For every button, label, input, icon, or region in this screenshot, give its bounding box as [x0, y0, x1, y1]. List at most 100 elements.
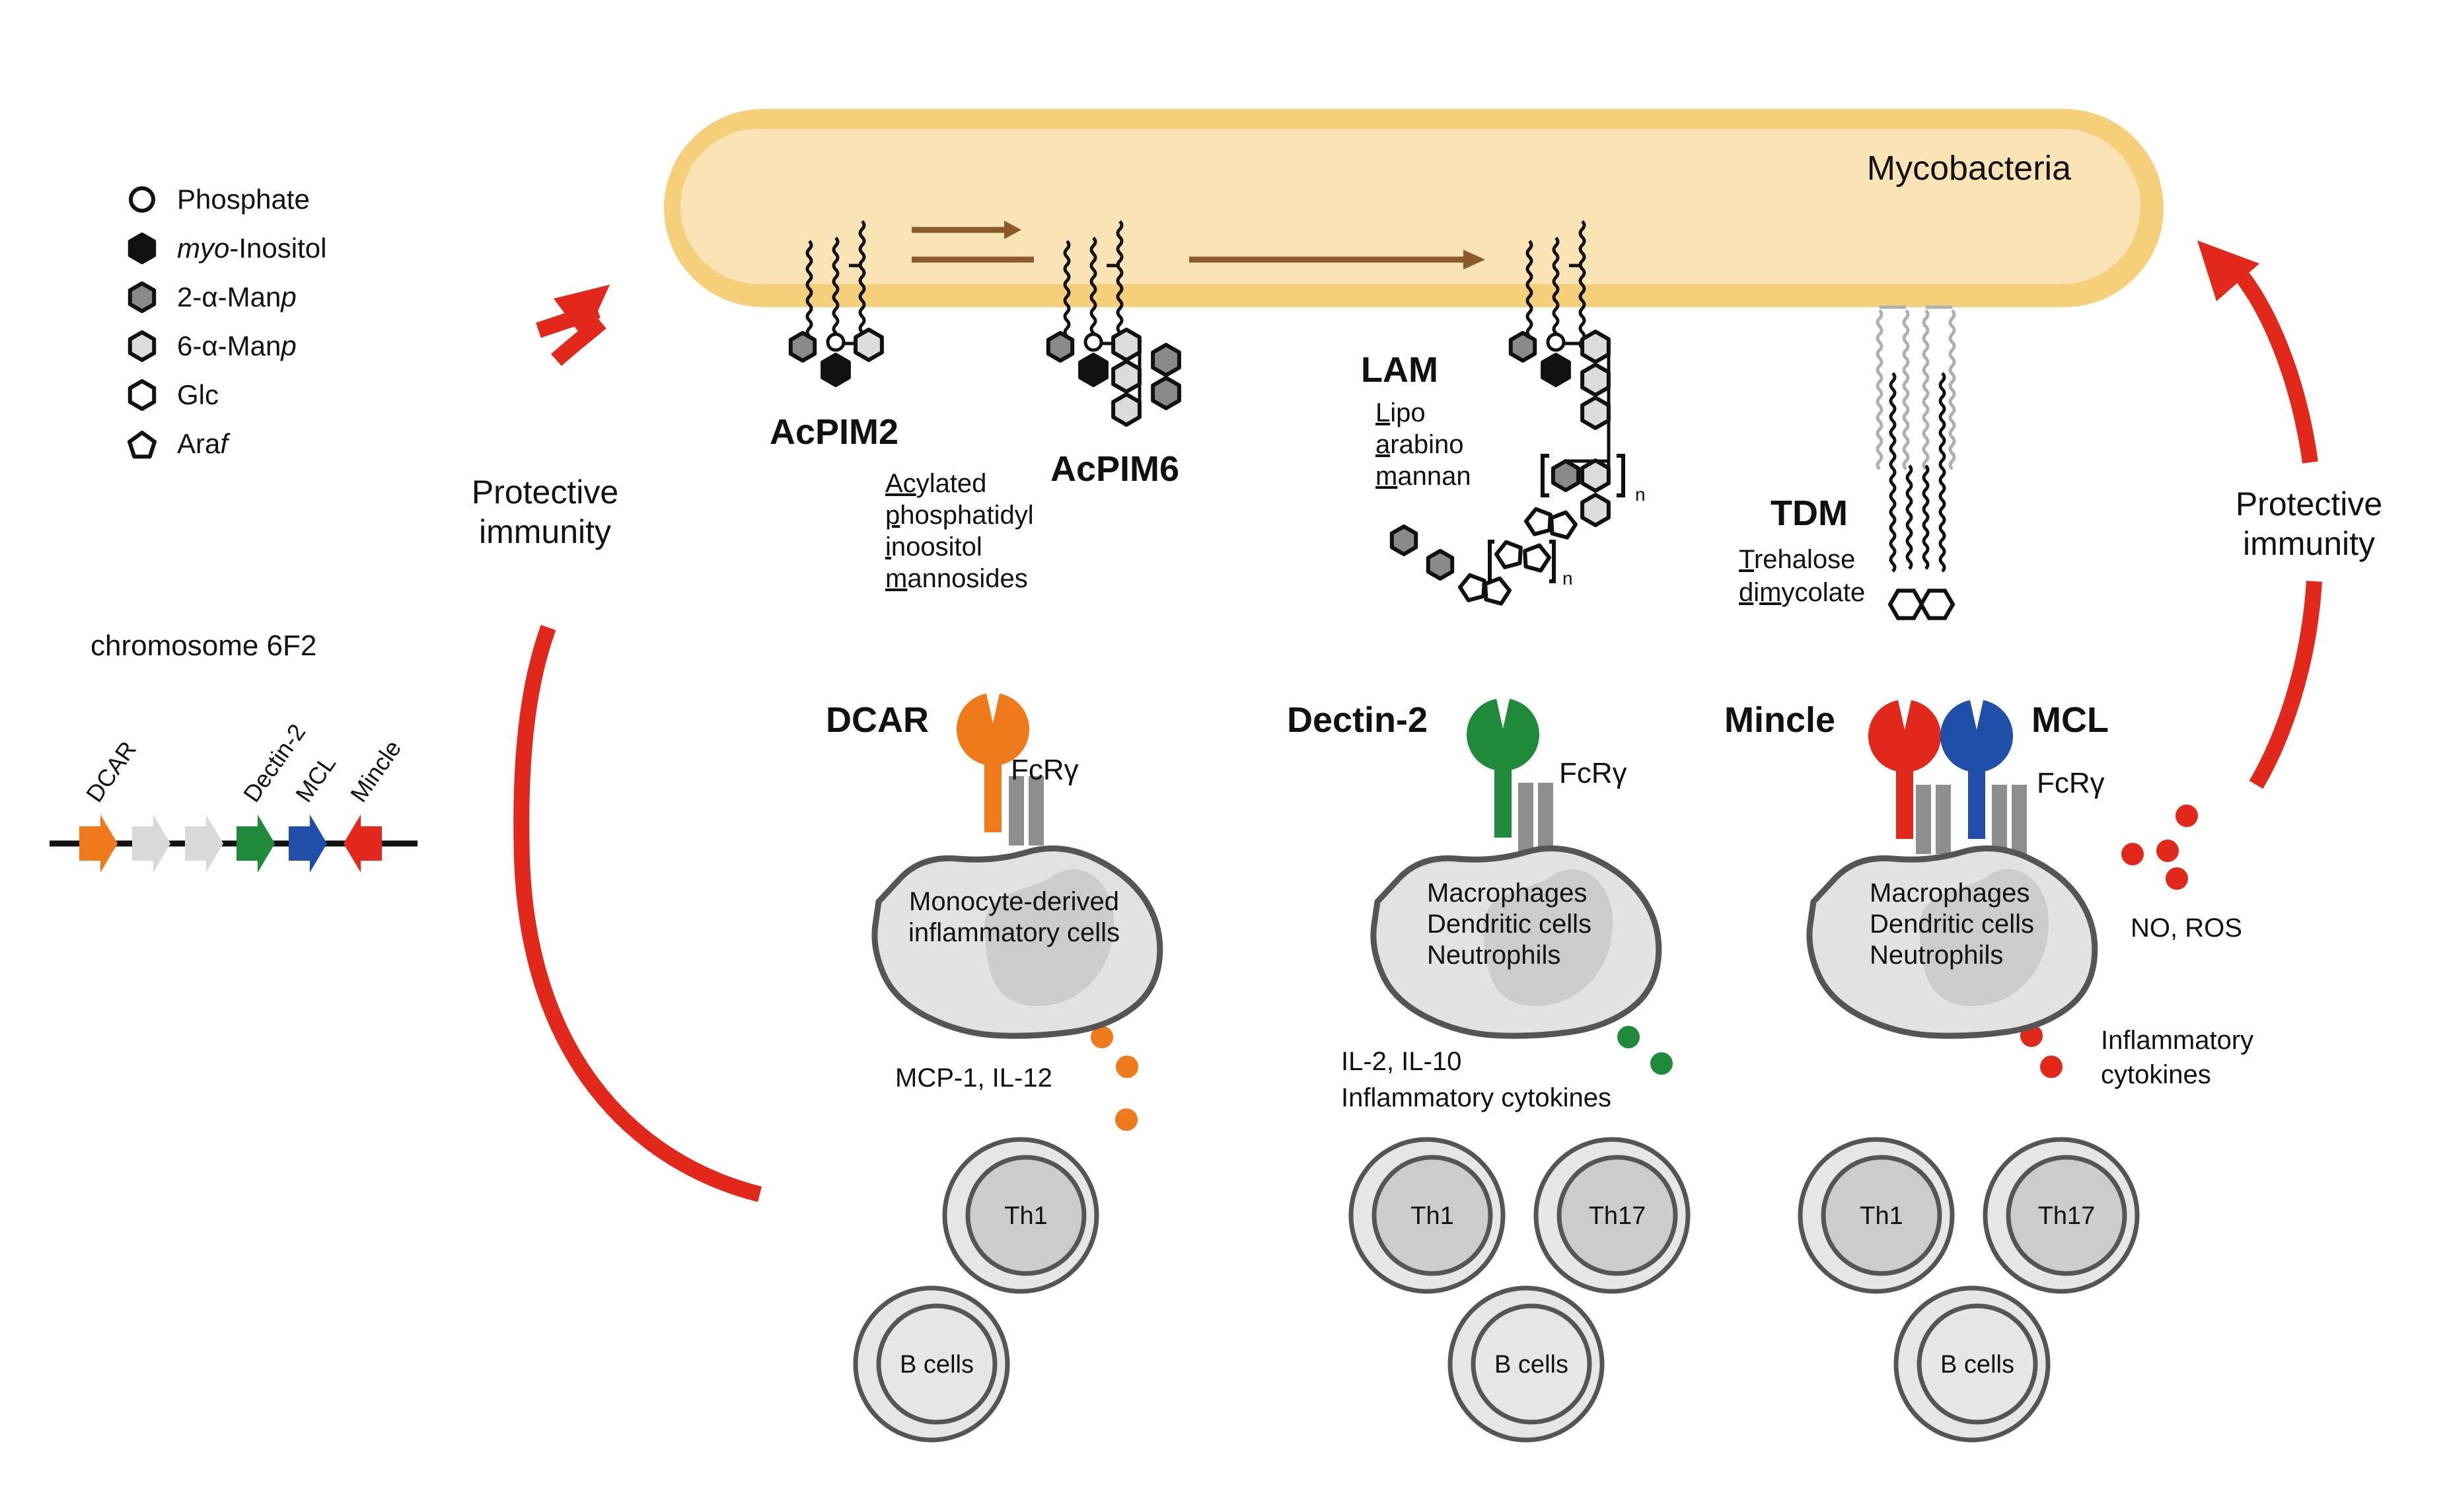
mincle-cell	[1806, 845, 2098, 1039]
mannose-6-icon	[1111, 359, 1142, 394]
lymphocyte-label: Th17	[2038, 1202, 2096, 1230]
legend-text: Phosphate	[177, 184, 310, 215]
receptor-crd	[1940, 700, 2013, 773]
mycolic-chain-gray	[1876, 309, 1883, 470]
gene-arrow-mcl	[289, 814, 327, 873]
mincle-receptor-label: Mincle	[1724, 700, 1835, 740]
expansion-line: phosphatidyl	[885, 501, 1034, 530]
b-cell: B cells	[853, 1285, 1010, 1443]
fcr-chain	[1992, 785, 2007, 854]
immunity-arrow-right-upper	[2236, 272, 2318, 464]
mannose-2-icon	[1551, 459, 1581, 492]
repeat-bracket-close	[1549, 540, 1556, 583]
lymphocyte-label: Th17	[1589, 1202, 1646, 1230]
cytokine-dot	[1116, 1056, 1138, 1078]
fcr-chain	[2012, 785, 2027, 854]
mannose-6-icon	[1580, 458, 1611, 493]
lymphocyte-label: Th1	[1410, 1202, 1453, 1230]
fcr-gamma-dimer	[1518, 783, 1553, 852]
cytokine-dot	[1091, 1026, 1113, 1048]
fcr-chain	[1936, 785, 1951, 854]
cytokine-dot	[1617, 1026, 1640, 1048]
immunity-arrow-right-lower	[2249, 581, 2322, 789]
fatty-acid-chain	[858, 220, 866, 349]
mincle-products-line3: cytokines	[2101, 1060, 2211, 1089]
legend-item: Araf	[128, 428, 231, 459]
lymphocyte-label: B cells	[1940, 1351, 2014, 1379]
lymphocyte-nucleus	[965, 1155, 1087, 1276]
gene-arrow-dcar	[79, 814, 118, 873]
fatty-acid-chain	[1089, 236, 1097, 350]
lam-structure: nn	[1389, 220, 1646, 606]
legend-label: myo-Inositol	[177, 233, 326, 264]
mcl-receptor	[1940, 700, 2013, 839]
legend-label: Glc	[177, 379, 219, 410]
mannose-2-icon	[788, 331, 817, 363]
mannose-6-icon	[1111, 392, 1142, 427]
b-cell: B cells	[1893, 1285, 2051, 1443]
receptor-crd	[957, 694, 1029, 766]
expansion-line: arabino	[1375, 430, 1463, 459]
protective-immunity-right: Protective immunity	[2197, 240, 2382, 789]
fatty-acid-chain	[1525, 240, 1533, 338]
legend-italic: myo	[177, 233, 229, 264]
mincle-products-no-ros: NO, ROS	[2131, 914, 2242, 943]
b-cell: B cells	[1447, 1285, 1605, 1443]
legend-text: Ara	[177, 428, 221, 459]
underlined-letter: d	[1739, 578, 1753, 607]
protective-immunity-right-line2: immunity	[2243, 525, 2375, 562]
dcar-fcr-label: FcRγ	[1011, 754, 1079, 786]
legend-label: 6-α-Manp	[177, 330, 297, 361]
dcar-cell-line1: Monocyte-derived	[909, 887, 1119, 916]
receptor-crd	[1466, 699, 1539, 772]
gene-label: DCAR	[81, 737, 141, 807]
mannose-2-icon	[128, 281, 157, 313]
lymphocyte-label: B cells	[900, 1351, 974, 1379]
expansion-line: Lipo	[1375, 398, 1426, 427]
cytokine-dot	[2040, 1056, 2063, 1078]
legend-item: 6-α-Manp	[128, 330, 297, 362]
cytokine-dot	[1115, 1108, 1138, 1131]
glycolipid-structures: nn	[788, 220, 1956, 620]
mincle-cell-line3: Neutrophils	[1870, 941, 2003, 970]
biosynthesis-arrows	[912, 221, 1485, 270]
mannose-2-icon	[1046, 331, 1075, 363]
group-text: DCAR FcRγ Monocyte-derived inflammatory …	[826, 700, 2253, 1112]
bacterium-label: Mycobacteria	[1867, 149, 2071, 188]
tdm-expansion: Trehalose dimycolate	[1739, 545, 1865, 607]
phosphate-icon	[1546, 332, 1566, 352]
mannose-6-icon	[1111, 328, 1142, 362]
mycolic-chain	[1905, 464, 1913, 570]
legend-item: Phosphate	[129, 184, 310, 215]
lymphocyte-nucleus	[2006, 1155, 2127, 1276]
mycolic-chain	[1922, 464, 1930, 570]
cell-nucleus	[1919, 869, 2049, 1007]
underlined-letter: m	[1375, 462, 1397, 491]
underlined-letter: Ac	[885, 469, 916, 498]
fcr-gamma-dimer	[1992, 785, 2027, 854]
fatty-acid-chain	[805, 240, 813, 338]
dectin2-cell	[1370, 845, 1662, 1039]
glucose-icon	[128, 379, 157, 411]
cell-nucleus	[1482, 869, 1613, 1007]
expansion-line: Trehalose	[1739, 545, 1855, 574]
legend-text: Glc	[177, 379, 219, 410]
mannose-6-icon	[1580, 493, 1611, 527]
chromosome-title: chromosome 6F2	[91, 630, 316, 662]
protective-immunity-left: Protective immunity	[472, 285, 762, 1202]
fatty-acid-chain	[1578, 220, 1586, 349]
arrowhead-icon	[1004, 221, 1021, 239]
th17-cell: Th17	[1533, 1137, 1691, 1294]
expansion-line: Acylated	[885, 469, 986, 498]
expansion-line: inoositol	[885, 532, 982, 561]
lymphocyte-label: B cells	[1494, 1351, 1568, 1379]
expansion-text: noositol	[891, 532, 982, 561]
inositol-icon	[1541, 353, 1571, 387]
mannose-6-icon	[1580, 396, 1611, 430]
expansion-line: dimycolate	[1739, 578, 1865, 607]
underlined-letter: i	[885, 532, 891, 561]
arabinofuranose-icon	[1523, 543, 1551, 573]
receptor-stalk	[1968, 760, 1985, 839]
